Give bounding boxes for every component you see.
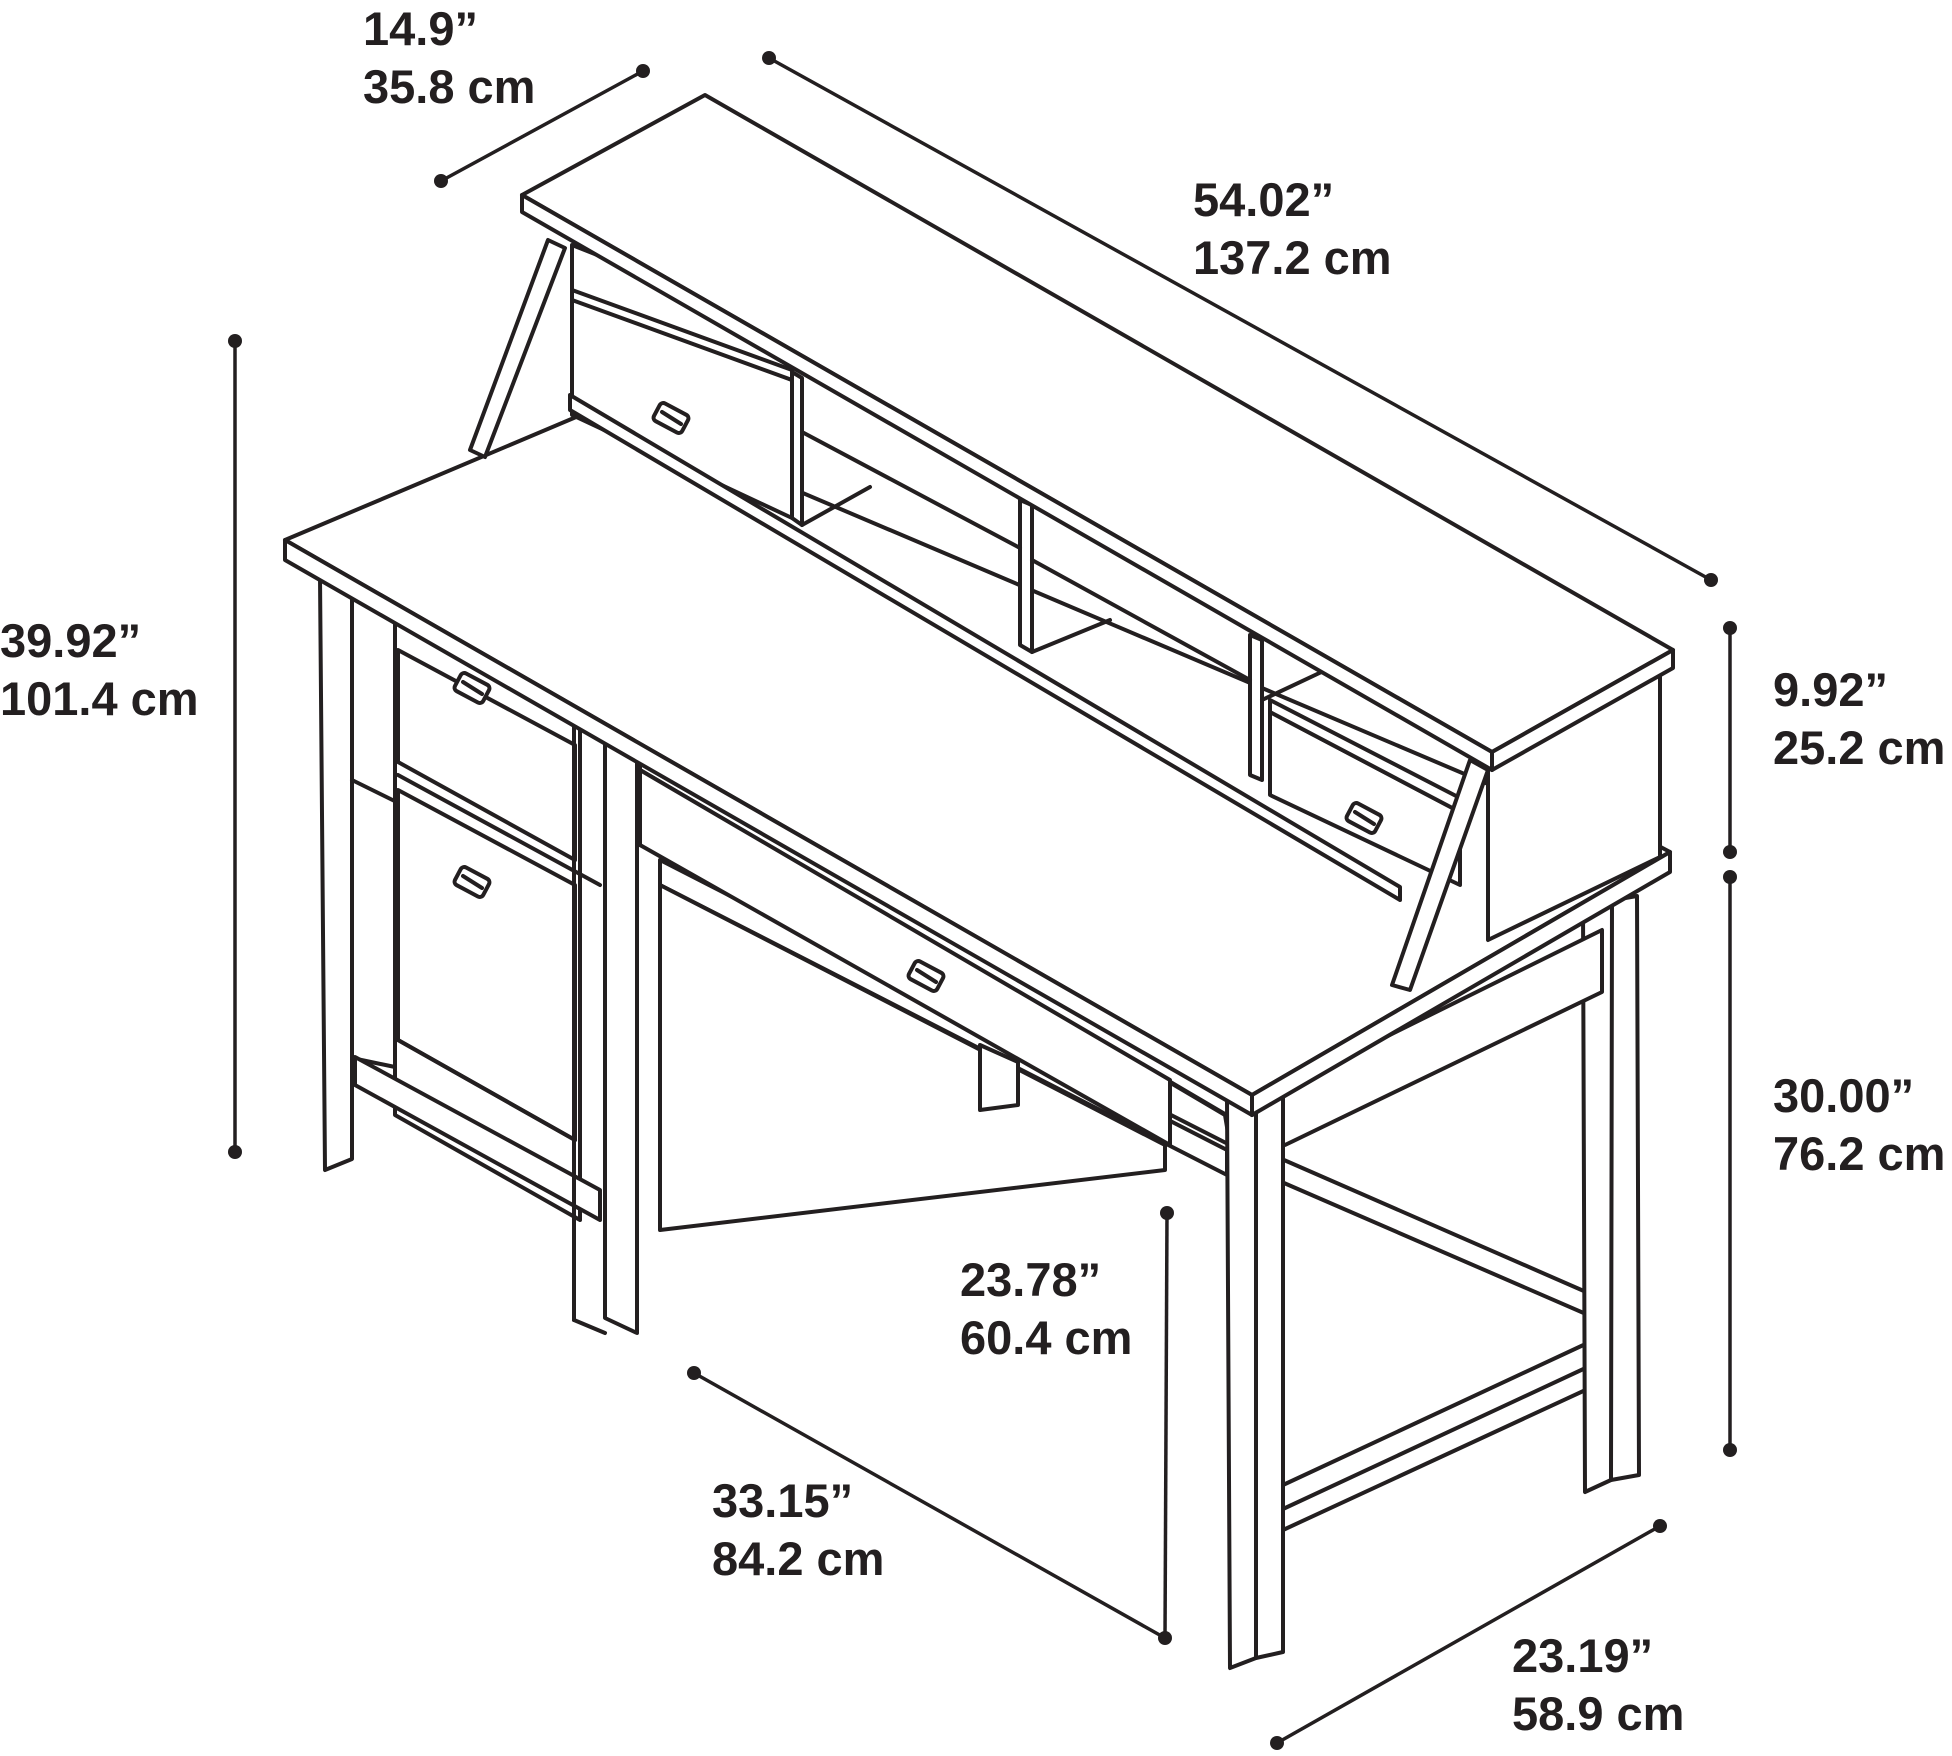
overall-width-imperial: 54.02”: [1193, 173, 1335, 226]
dimension-label-knee-clearance: 23.78” 60.4 cm: [960, 1251, 1132, 1367]
hutch-height-metric: 25.2 cm: [1773, 721, 1946, 774]
hutch-height-imperial: 9.92”: [1773, 663, 1888, 716]
knee-width-imperial: 33.15”: [712, 1474, 854, 1527]
dimension-line-knee-clearance: [1158, 1206, 1174, 1645]
hutch-depth-imperial: 14.9”: [363, 2, 478, 55]
desk-depth-metric: 58.9 cm: [1512, 1687, 1685, 1740]
desk-height-imperial: 30.00”: [1773, 1069, 1915, 1122]
dimension-line-overall-height: [228, 334, 242, 1159]
dimension-label-overall-height: 39.92” 101.4 cm: [0, 612, 199, 728]
handle-hutch-right-icon: [1344, 801, 1384, 835]
hutch-depth-metric: 35.8 cm: [363, 60, 536, 113]
dimension-label-desk-height: 30.00” 76.2 cm: [1773, 1067, 1945, 1183]
dimension-line-knee-width: [687, 1366, 1166, 1640]
dimension-line-desk-height: [1723, 870, 1737, 1457]
desk-depth-imperial: 23.19”: [1512, 1629, 1654, 1682]
dimension-line-desk-depth: [1270, 1519, 1667, 1750]
knee-width-metric: 84.2 cm: [712, 1532, 885, 1585]
overall-height-metric: 101.4 cm: [0, 672, 199, 725]
dimension-line-overall-width: [762, 51, 1718, 587]
dimension-label-hutch-height: 9.92” 25.2 cm: [1773, 661, 1945, 777]
handle-file-drawer-icon: [452, 865, 492, 899]
handle-center-drawer-icon: [906, 959, 946, 993]
dimension-label-hutch-depth: 14.9” 35.8 cm: [363, 0, 535, 116]
overall-width-metric: 137.2 cm: [1193, 231, 1392, 284]
dimension-label-knee-width: 33.15” 84.2 cm: [712, 1472, 884, 1588]
knee-clearance-imperial: 23.78”: [960, 1253, 1102, 1306]
knee-clearance-metric: 60.4 cm: [960, 1311, 1133, 1364]
dimension-label-overall-width: 54.02” 137.2 cm: [1193, 171, 1392, 287]
dimension-line-hutch-height: [1723, 621, 1737, 859]
handle-top-drawer-icon: [452, 671, 492, 705]
overall-height-imperial: 39.92”: [0, 614, 142, 667]
desk-height-metric: 76.2 cm: [1773, 1127, 1946, 1180]
handle-hutch-left-icon: [651, 401, 691, 435]
dimension-label-desk-depth: 23.19” 58.9 cm: [1512, 1627, 1684, 1743]
dimension-line-hutch-depth: [434, 64, 650, 188]
